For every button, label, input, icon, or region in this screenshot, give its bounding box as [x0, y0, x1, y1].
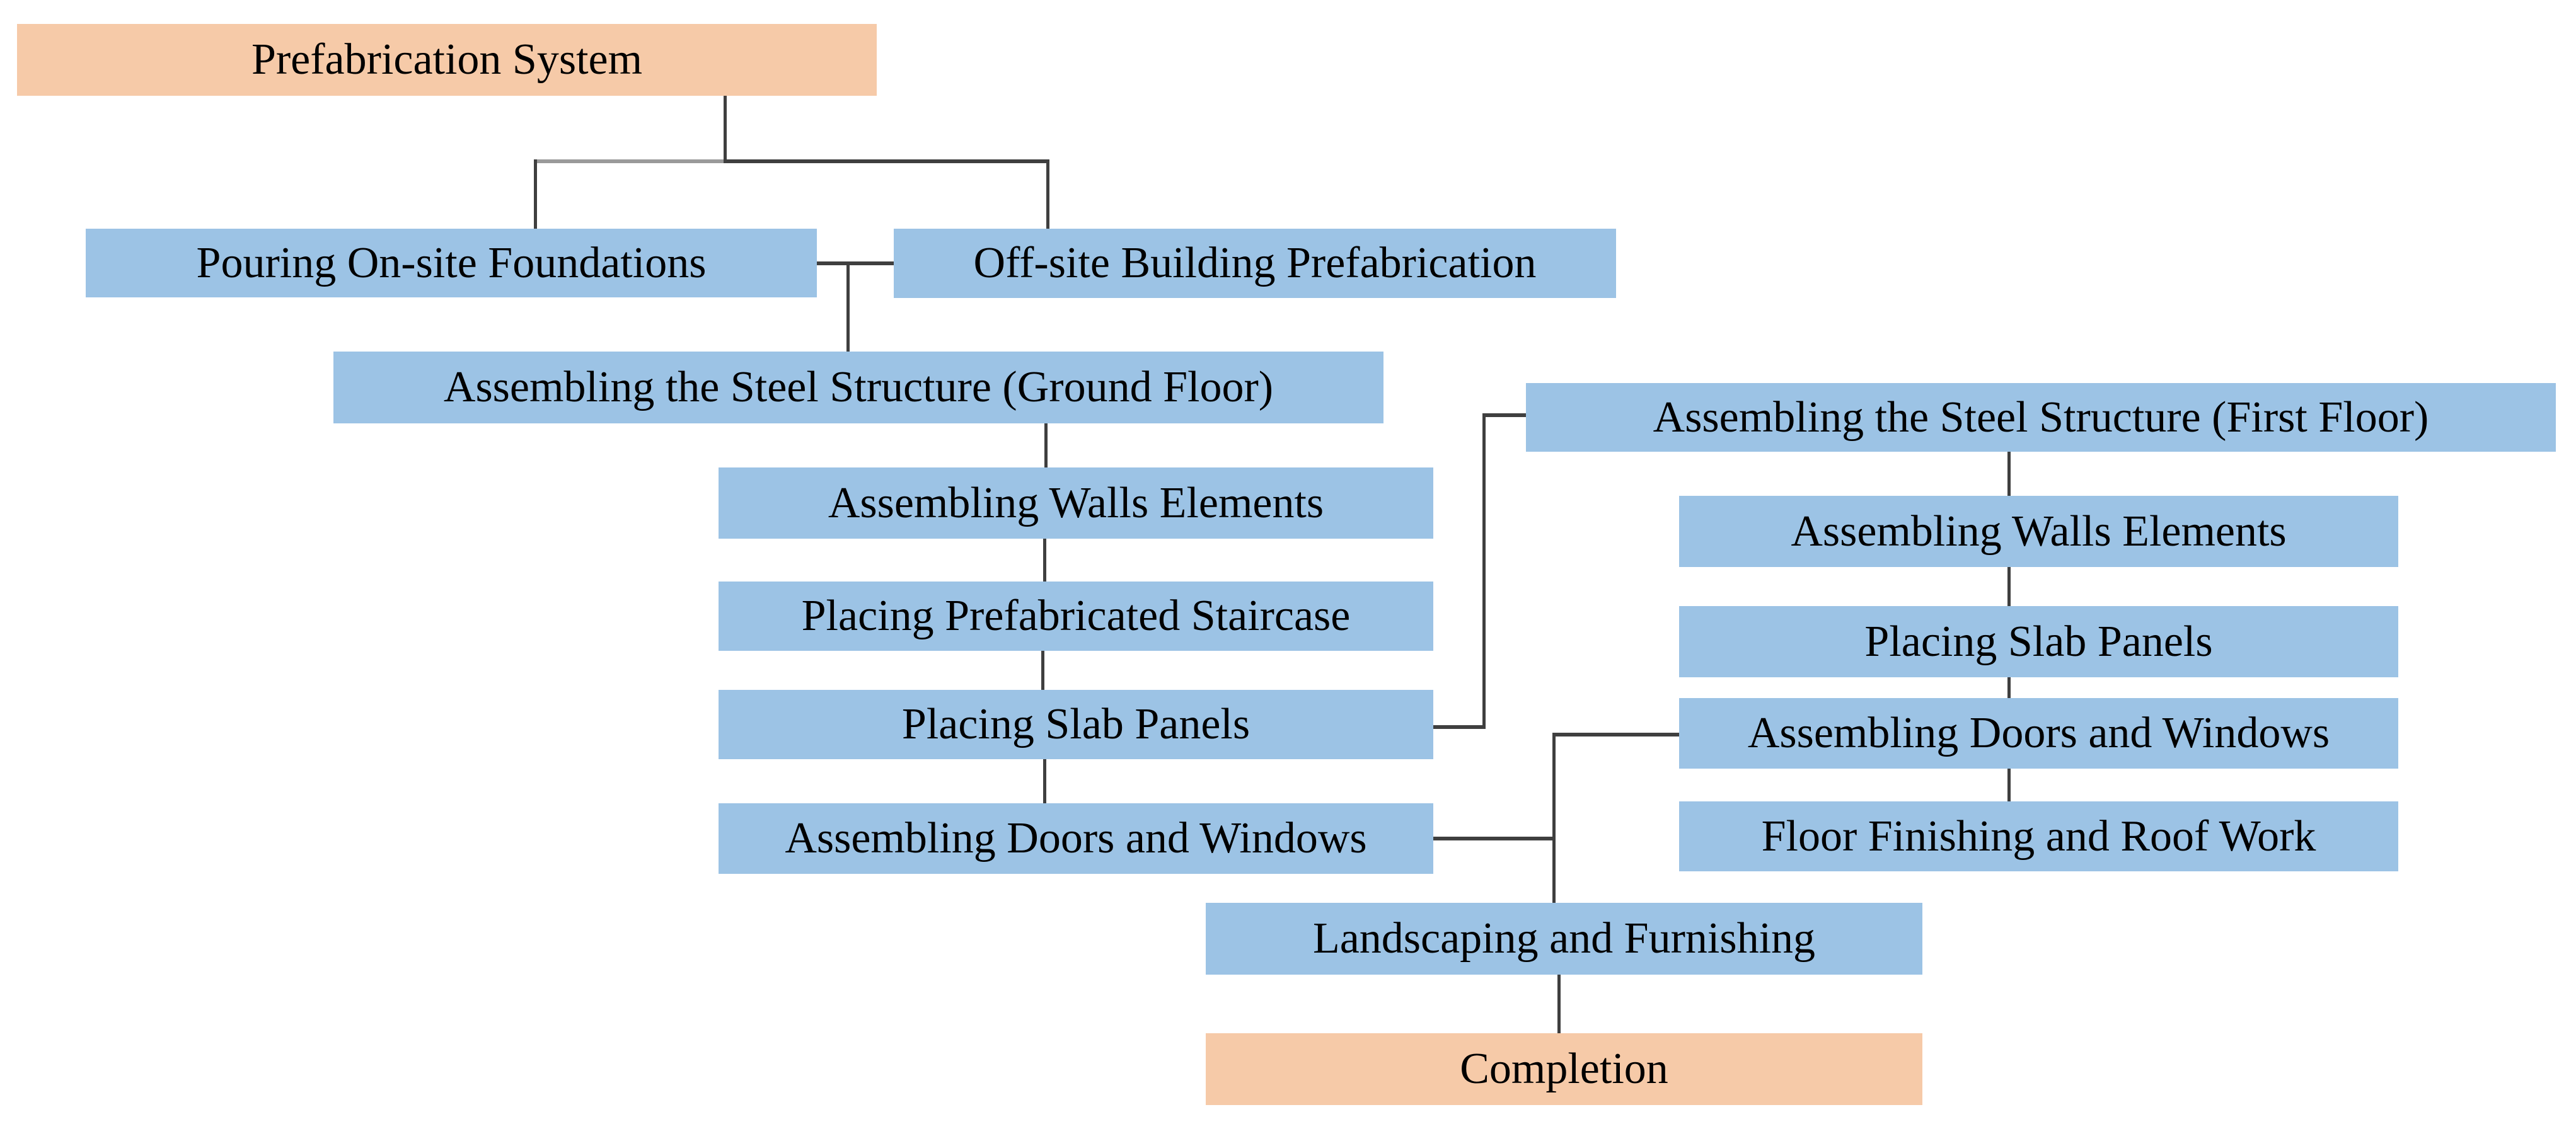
connector-line	[1557, 975, 1561, 1034]
node-label: Pouring On-site Foundations	[196, 238, 707, 287]
connector-line	[2007, 769, 2011, 803]
node-label: Off-site Building Prefabrication	[973, 239, 1537, 287]
connector-line	[1041, 651, 1044, 691]
node-label: Placing Slab Panels	[1864, 617, 2213, 666]
node-pouring-foundations: Pouring On-site Foundations	[86, 229, 817, 297]
connector-line	[534, 159, 537, 230]
node-offsite-prefabrication: Off-site Building Prefabrication	[894, 229, 1616, 298]
node-floor-finishing: Floor Finishing and Roof Work	[1679, 801, 2398, 871]
connector-line	[817, 261, 894, 265]
node-slab-first: Placing Slab Panels	[1679, 606, 2398, 677]
node-doors-first: Assembling Doors and Windows	[1679, 698, 2398, 769]
node-steel-first-floor: Assembling the Steel Structure (First Fl…	[1526, 383, 2556, 452]
node-steel-ground-floor: Assembling the Steel Structure (Ground F…	[333, 352, 1383, 423]
node-slab-ground: Placing Slab Panels	[719, 690, 1433, 759]
node-label: Landscaping and Furnishing	[1312, 914, 1816, 963]
connector-line	[1482, 413, 1486, 729]
connector-line	[2007, 567, 2011, 607]
node-label: Floor Finishing and Roof Work	[1761, 811, 2316, 861]
connector-line	[1431, 725, 1485, 729]
connector-line	[1046, 159, 1049, 230]
connector-line	[2007, 677, 2011, 699]
node-label: Assembling Doors and Windows	[1747, 709, 2330, 757]
node-label: Assembling the Steel Structure (Ground F…	[443, 363, 1274, 411]
connector-line	[1043, 759, 1046, 805]
connector-line	[1433, 837, 1556, 840]
node-label: Prefabrication System	[251, 35, 643, 84]
node-label: Completion	[1460, 1045, 1668, 1093]
node-staircase: Placing Prefabricated Staircase	[719, 582, 1433, 651]
node-doors-ground: Assembling Doors and Windows	[719, 803, 1433, 874]
connector-line	[534, 159, 726, 163]
node-label: Assembling the Steel Structure (First Fl…	[1653, 393, 2429, 442]
connector-line	[1044, 423, 1048, 469]
node-label: Assembling Doors and Windows	[785, 814, 1367, 863]
connector-line	[724, 159, 1048, 163]
node-label: Assembling Walls Elements	[828, 478, 1324, 527]
connector-line	[724, 96, 727, 162]
node-label: Assembling Walls Elements	[1791, 507, 2287, 556]
node-label: Placing Prefabricated Staircase	[801, 592, 1351, 640]
node-walls-first: Assembling Walls Elements	[1679, 496, 2398, 567]
node-completion: Completion	[1206, 1033, 1922, 1105]
node-prefabrication-system: Prefabrication System	[17, 24, 877, 96]
connector-line	[1043, 539, 1046, 583]
connector-line	[2007, 452, 2011, 497]
connector-line	[1552, 733, 1680, 736]
connector-line	[1552, 733, 1556, 904]
node-walls-ground: Assembling Walls Elements	[719, 467, 1433, 539]
node-landscaping: Landscaping and Furnishing	[1206, 903, 1922, 975]
node-label: Placing Slab Panels	[901, 700, 1250, 748]
connector-line	[846, 261, 850, 353]
connector-line	[1482, 413, 1527, 417]
